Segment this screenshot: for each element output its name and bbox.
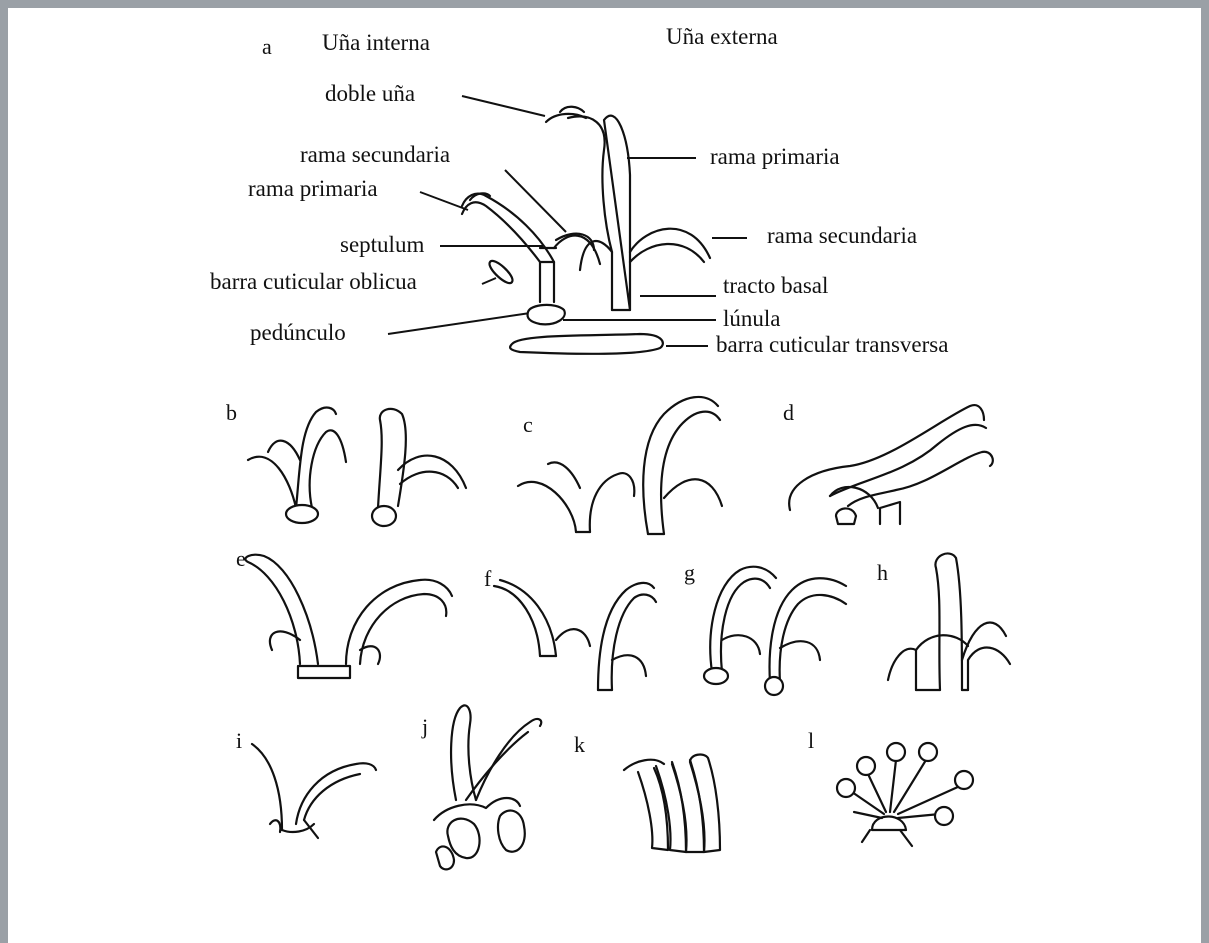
panel-letter-c: c [523,412,533,437]
panel-letter-g: g [684,560,695,585]
label-septulum: septulum [340,232,424,257]
claw-i [252,744,376,838]
claw-h [888,553,1010,690]
panel-letter-f: f [484,566,492,591]
header-inner-claw: Uña interna [322,30,430,55]
panel-letter-h: h [877,560,888,585]
claw-l [837,743,973,846]
claw-c [518,397,722,534]
label-tracto-basal: tracto basal [723,273,828,298]
claw-a-inner [462,193,600,324]
label-rama-primaria-left: rama primaria [248,176,378,201]
label-rama-primaria-right: rama primaria [710,144,840,169]
claw-b-left [248,408,346,523]
label-barra-oblicua: barra cuticular oblicua [210,269,417,294]
claw-b-right [372,409,466,526]
claw-j [434,705,541,869]
panel-letter-d: d [783,400,794,425]
panel-letter-k: k [574,732,585,757]
claw-e [245,555,452,678]
panel-letter-i: i [236,728,242,753]
panel-letter-j: j [421,714,428,739]
claw-f [494,580,656,690]
barra-transversa-shape [510,334,663,354]
header-outer-claw: Uña externa [666,24,778,49]
panel-letter-b: b [226,400,237,425]
label-doble-una: doble uña [325,81,415,106]
claw-a-outer [546,107,710,310]
label-rama-secundaria-right: rama secundaria [767,223,917,248]
panel-letter-a: a [262,34,272,59]
panel-letter-l: l [808,728,814,753]
label-pedunculo: pedúnculo [250,320,346,345]
claw-k [624,755,720,852]
panel-letter-e: e [236,546,246,571]
leader-lines [388,96,747,346]
label-rama-secundaria-left: rama secundaria [300,142,450,167]
claw-d [789,405,993,524]
label-lunula: lúnula [723,306,781,331]
label-barra-transversa: barra cuticular transversa [716,332,948,357]
claw-g [704,567,846,695]
